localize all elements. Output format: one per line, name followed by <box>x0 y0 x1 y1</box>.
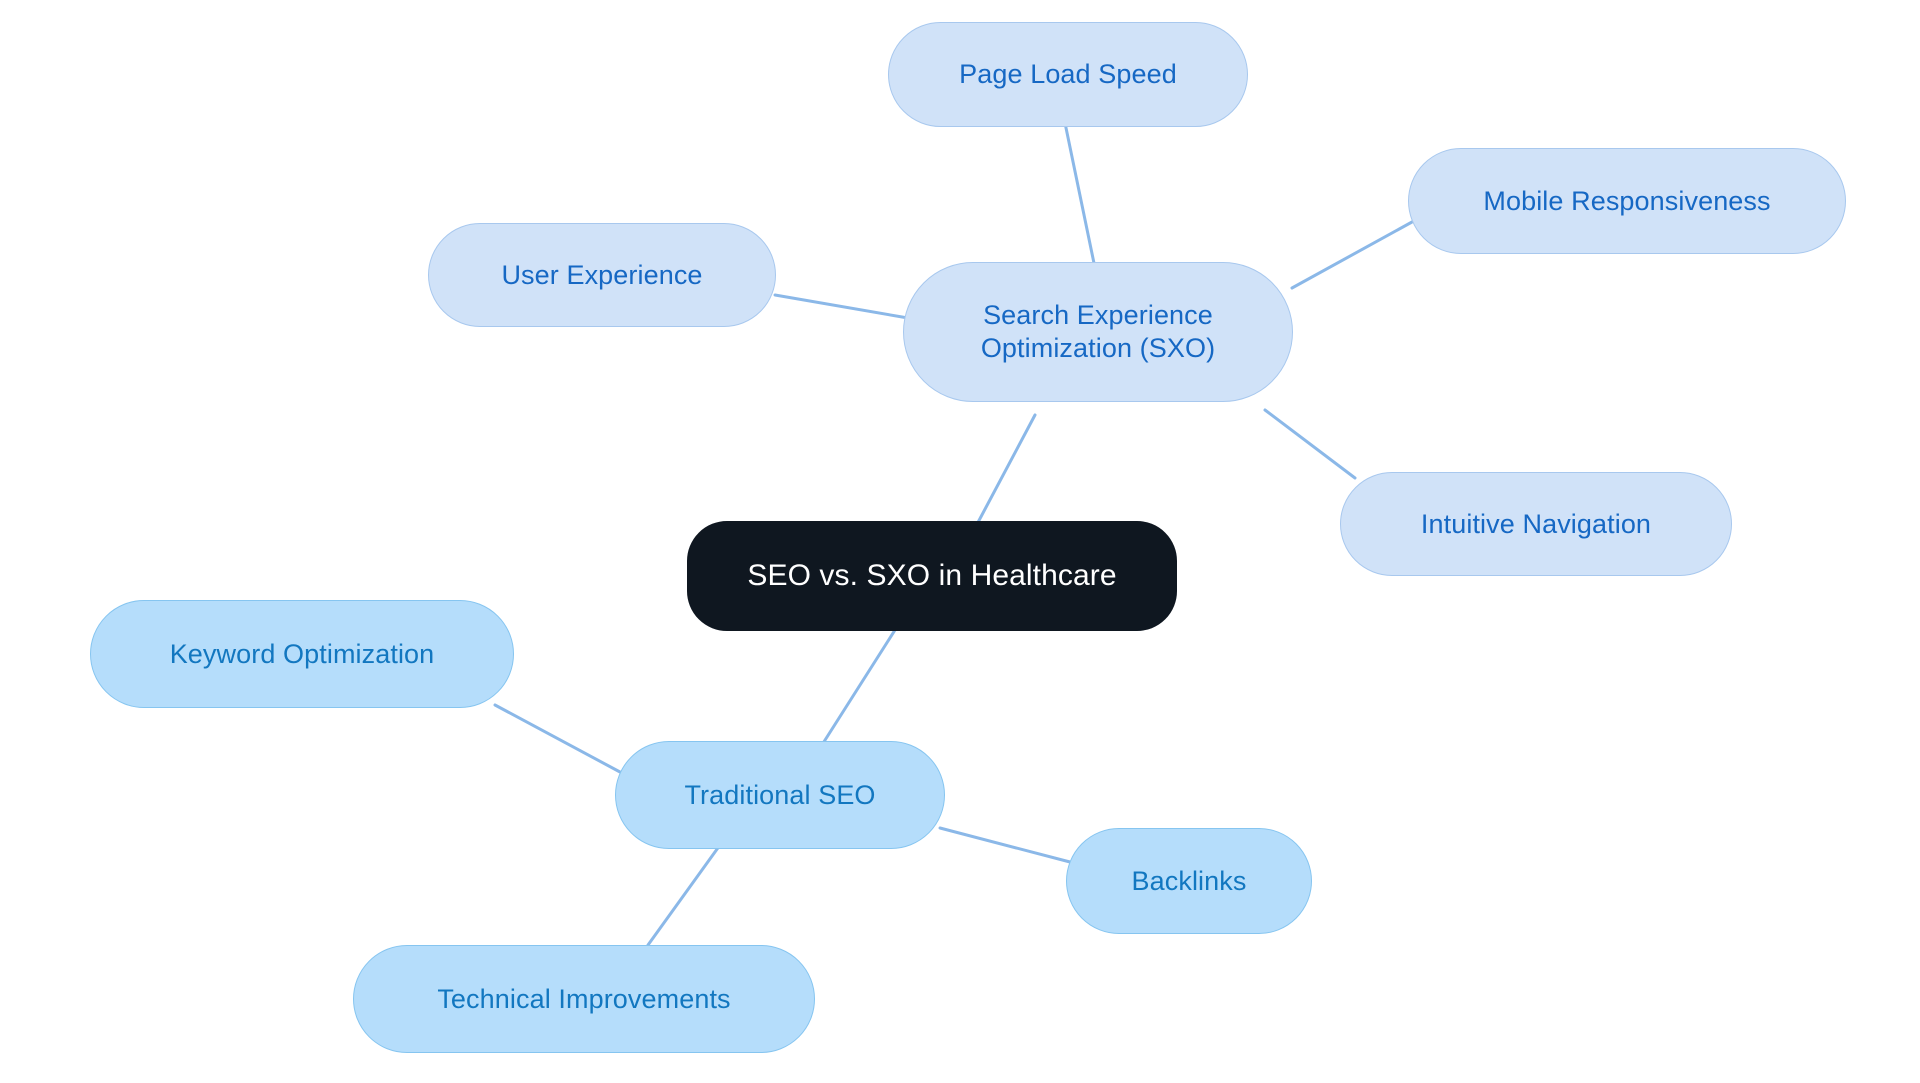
node-backlinks[interactable]: Backlinks <box>1066 828 1312 934</box>
node-sxo[interactable]: Search Experience Optimization (SXO) <box>903 262 1293 402</box>
edge-root-to-seo <box>818 628 897 750</box>
node-intuitive-navigation[interactable]: Intuitive Navigation <box>1340 472 1732 576</box>
edge-sxo-to-mobile-responsiveness <box>1290 220 1414 290</box>
node-keyword-optimization[interactable]: Keyword Optimization <box>90 600 514 708</box>
node-user-experience[interactable]: User Experience <box>428 223 776 327</box>
node-seo[interactable]: Traditional SEO <box>615 741 945 849</box>
edge-sxo-to-page-load-speed <box>1063 121 1097 270</box>
edge-seo-to-technical-improvements <box>646 843 722 947</box>
node-technical-improvements[interactable]: Technical Improvements <box>353 945 815 1053</box>
node-page-load-speed[interactable]: Page Load Speed <box>888 22 1248 127</box>
edge-seo-to-keyword-optimization <box>493 703 622 774</box>
edge-sxo-to-user-experience <box>773 293 910 320</box>
node-mobile-responsiveness[interactable]: Mobile Responsiveness <box>1408 148 1846 254</box>
node-root[interactable]: SEO vs. SXO in Healthcare <box>687 521 1177 631</box>
edge-seo-to-backlinks <box>938 826 1072 864</box>
edge-sxo-to-intuitive-navigation <box>1263 408 1357 480</box>
edge-root-to-sxo <box>973 413 1037 530</box>
